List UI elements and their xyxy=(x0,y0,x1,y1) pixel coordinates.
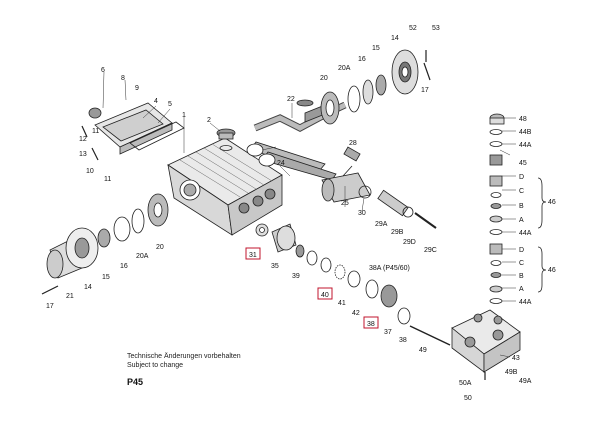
label-49A: 49A xyxy=(519,378,532,385)
label-16b: 16 xyxy=(120,263,128,270)
label-43: 43 xyxy=(512,355,520,362)
label-52: 52 xyxy=(409,25,417,32)
label-42: 42 xyxy=(352,310,360,317)
label-46a: 46 xyxy=(548,199,556,206)
label-38: 38 xyxy=(367,321,375,328)
label-25: 25 xyxy=(341,200,349,207)
label-11a: 11 xyxy=(92,128,99,135)
highlight-box-40 xyxy=(317,287,333,300)
label-50: 50 xyxy=(464,395,472,402)
label-15b: 15 xyxy=(102,274,110,281)
pump-housing xyxy=(167,137,283,236)
label-39: 39 xyxy=(292,273,300,280)
label-44Ac: 44A xyxy=(519,299,532,306)
front-bearing-assembly xyxy=(46,193,169,279)
label-50A: 50A xyxy=(459,380,472,387)
label-1: 1 xyxy=(182,112,186,119)
label-22: 22 xyxy=(287,96,295,103)
bracket-46-lower xyxy=(537,246,547,293)
connecting-rods xyxy=(246,141,337,181)
label-Da: D xyxy=(519,174,524,181)
label-Cb: C xyxy=(519,260,524,267)
label-5: 5 xyxy=(168,101,172,108)
label-44Aa: 44A xyxy=(519,142,532,149)
valve-stack-upper xyxy=(489,113,505,235)
label-Bb: B xyxy=(519,273,524,280)
label-41: 41 xyxy=(338,300,346,307)
label-Aa: A xyxy=(519,217,524,224)
label-16a: 16 xyxy=(358,56,366,63)
cover-plate-assembly xyxy=(88,102,185,155)
oil-cap xyxy=(216,128,236,151)
label-53: 53 xyxy=(432,25,440,32)
model-label: P45 xyxy=(127,377,144,387)
label-24: 24 xyxy=(277,160,285,167)
label-45: 45 xyxy=(519,160,527,167)
label-14b: 14 xyxy=(84,284,92,291)
label-2: 2 xyxy=(207,117,211,124)
note-line-1: Technische Änderungen vorbehalten xyxy=(127,353,241,360)
label-17b: 17 xyxy=(46,303,54,310)
label-35: 35 xyxy=(271,263,279,270)
highlight-box-31 xyxy=(245,247,261,260)
label-4: 4 xyxy=(154,98,158,105)
label-31: 31 xyxy=(249,252,257,259)
rear-bearing-assembly xyxy=(320,49,419,125)
label-14a: 14 xyxy=(391,35,399,42)
label-13: 13 xyxy=(79,151,87,158)
label-29C: 29C xyxy=(424,247,437,254)
highlight-box-38 xyxy=(363,316,379,329)
label-Ba: B xyxy=(519,203,524,210)
bracket-46-upper xyxy=(537,177,547,229)
plunger-seal-parts xyxy=(255,223,411,325)
label-48: 48 xyxy=(519,116,527,123)
label-20Ab: 20A xyxy=(136,253,149,260)
label-15a: 15 xyxy=(372,45,380,52)
label-Db: D xyxy=(519,247,524,254)
label-17a: 17 xyxy=(421,87,429,94)
rod-parts xyxy=(358,185,437,229)
label-37: 37 xyxy=(384,329,392,336)
label-49B: 49B xyxy=(505,369,518,376)
label-28: 28 xyxy=(349,140,357,147)
label-9: 9 xyxy=(135,85,139,92)
label-30: 30 xyxy=(358,210,366,217)
plunger-guide xyxy=(321,146,371,203)
label-38b: 38 xyxy=(399,337,407,344)
label-44Ab: 44A xyxy=(519,230,532,237)
valve-stack-lower xyxy=(489,243,503,304)
label-12: 12 xyxy=(79,136,87,143)
label-29D: 29D xyxy=(403,239,416,246)
label-20a: 20 xyxy=(320,75,328,82)
label-6: 6 xyxy=(101,67,105,74)
label-10: 10 xyxy=(86,168,94,175)
label-20Aa: 20A xyxy=(338,65,351,72)
label-49: 49 xyxy=(419,347,427,354)
label-38A: 38A (P45/60) xyxy=(369,265,410,272)
label-29B: 29B xyxy=(391,229,404,236)
label-8: 8 xyxy=(121,75,125,82)
label-21: 21 xyxy=(66,293,74,300)
label-Ca: C xyxy=(519,188,524,195)
label-Ab: A xyxy=(519,286,524,293)
label-20b: 20 xyxy=(156,244,164,251)
manifold xyxy=(409,309,521,373)
label-11b: 11 xyxy=(104,176,111,183)
label-46b: 46 xyxy=(548,267,556,274)
label-40: 40 xyxy=(321,292,329,299)
label-44B: 44B xyxy=(519,129,532,136)
label-29A: 29A xyxy=(375,221,388,228)
note-line-2: Subject to change xyxy=(127,362,184,369)
